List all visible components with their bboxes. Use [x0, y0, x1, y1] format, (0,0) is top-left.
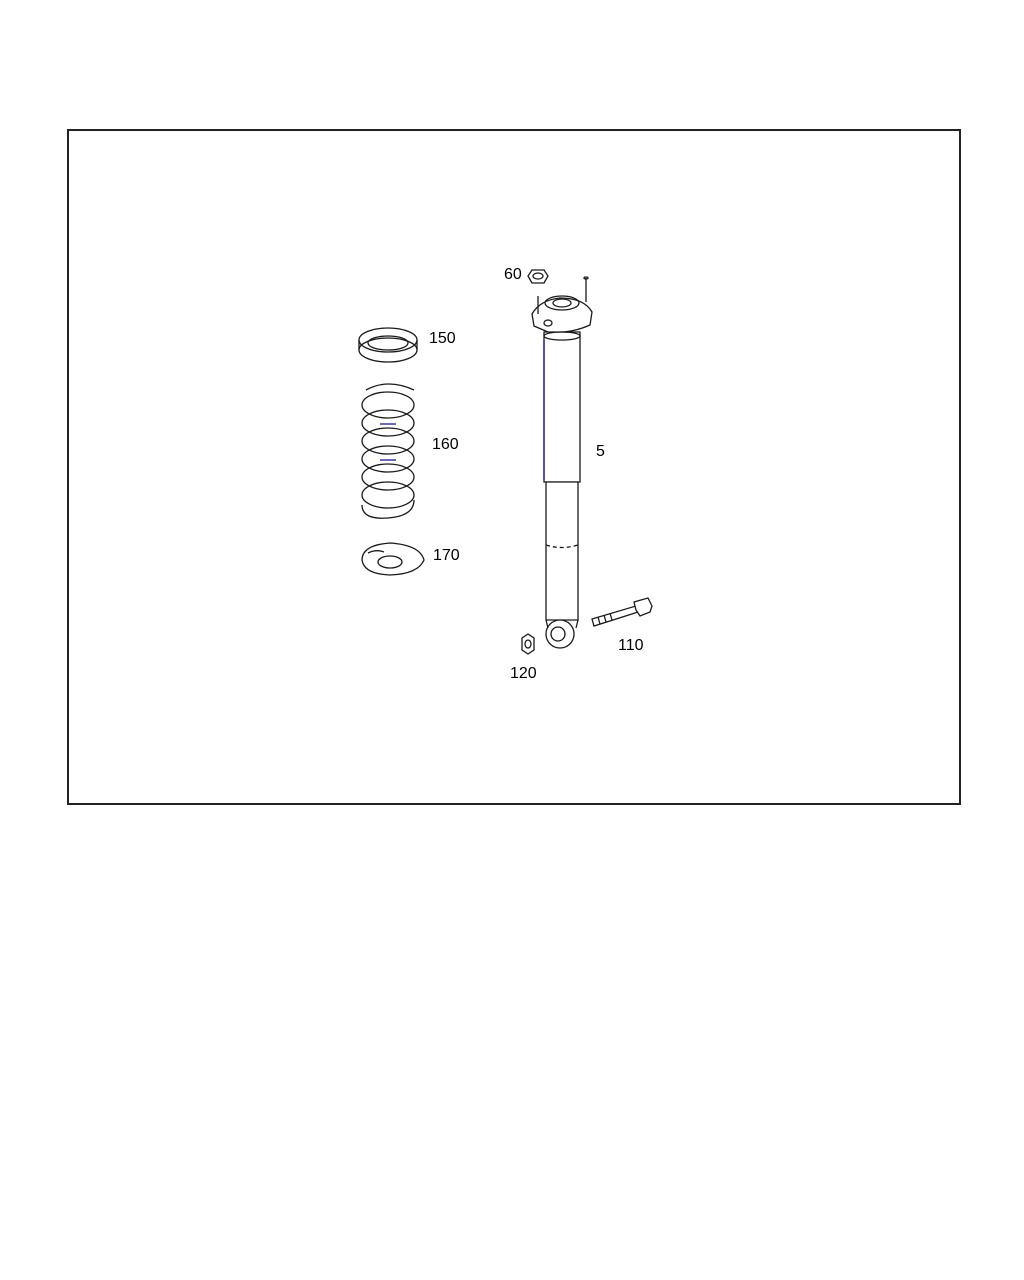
callout-150: 150: [429, 330, 456, 347]
shock-absorber-part[interactable]: [531, 276, 593, 649]
spring-lower-seat-part[interactable]: [361, 542, 425, 576]
coil-spring-part[interactable]: [361, 383, 415, 519]
mounting-bolt-part[interactable]: [591, 597, 653, 627]
lower-nut-part[interactable]: [521, 633, 535, 655]
spring-upper-seat-part[interactable]: [358, 327, 418, 363]
callout-60: 60: [504, 266, 522, 283]
callout-5: 5: [596, 443, 605, 460]
callout-110: 110: [618, 637, 644, 654]
callout-120: 120: [510, 665, 537, 682]
callout-160: 160: [432, 436, 459, 453]
top-nut-part[interactable]: [527, 269, 549, 284]
callout-170: 170: [433, 547, 460, 564]
diagram-frame: [67, 129, 961, 805]
